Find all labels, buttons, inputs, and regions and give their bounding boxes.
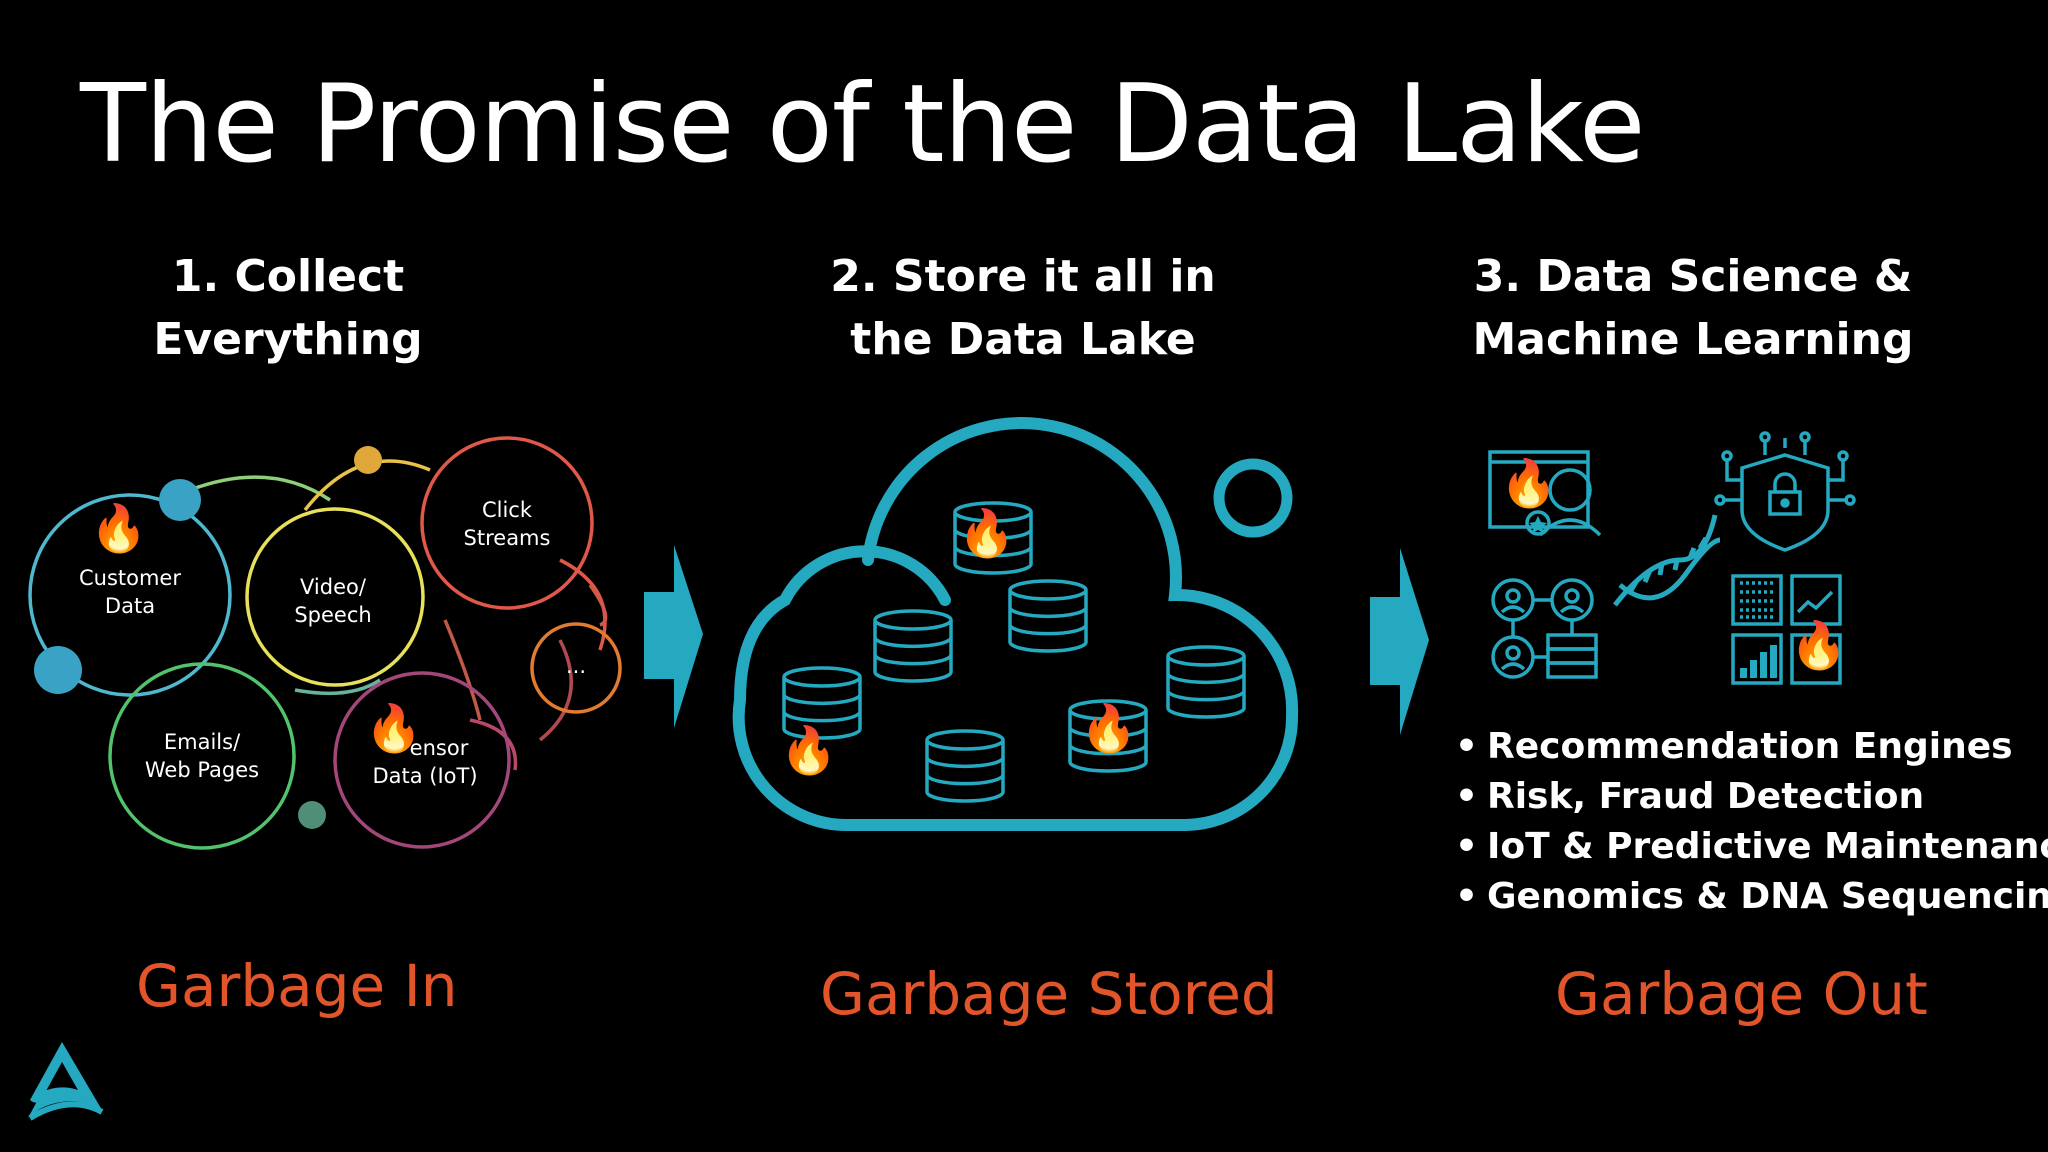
shield-lock-icon: [1714, 431, 1856, 552]
bubble-label-line: Speech: [294, 603, 372, 627]
bubble-label-emails-web: Emails/ Web Pages: [127, 728, 277, 784]
bubble-video-speech: [245, 507, 425, 687]
result-garbage-in: Garbage In: [136, 952, 458, 1020]
result-garbage-stored: Garbage Stored: [820, 960, 1278, 1028]
connector-arc: [559, 558, 607, 651]
fire-icon: 🔥: [958, 506, 1016, 560]
dna-icon: [1613, 514, 1721, 607]
bubble-emails-web: [108, 662, 296, 850]
cloud-icon: [732, 417, 1299, 832]
bubble-label-more: ...: [501, 652, 651, 680]
bubble-label-line: Click: [481, 498, 533, 522]
heading-line: 3. Data Science &: [1473, 251, 1913, 302]
network-people-icon: [1491, 578, 1598, 679]
dot-decoration: [159, 479, 201, 521]
bubble-click-streams: [420, 436, 594, 610]
bubble-label-line: Data (IoT): [372, 764, 478, 788]
step-heading-datascience: 3. Data Science & Machine Learning: [1413, 245, 1973, 371]
heading-line: 2. Store it all in: [830, 251, 1216, 302]
bubble-customer-data: [28, 493, 232, 697]
bubble-more: [530, 622, 622, 714]
result-garbage-out: Garbage Out: [1555, 960, 1928, 1028]
presenter-icon: [1488, 450, 1602, 537]
bubble-sensor-data: [333, 671, 511, 849]
connector-arc: [189, 475, 331, 502]
heading-line: Machine Learning: [1472, 314, 1914, 365]
step-heading-store: 2. Store it all in the Data Lake: [743, 245, 1303, 371]
bubble-label-customer-data: Customer Data: [55, 564, 205, 620]
bubble-label-click-streams: Click Streams: [432, 496, 582, 552]
arrow-right-icon: [1370, 548, 1429, 735]
fire-icon: 🔥: [365, 701, 423, 755]
heading-line: 1. Collect: [171, 251, 405, 302]
bubble-label-line: ...: [565, 654, 587, 678]
database-icon: [925, 729, 1005, 803]
fire-icon: 🔥: [780, 723, 838, 777]
dot-decoration: [354, 446, 382, 474]
source-bubbles: [28, 436, 622, 850]
fire-icon: 🔥: [1790, 618, 1848, 672]
connector-arc: [538, 639, 573, 742]
bubble-label-line: Streams: [463, 526, 551, 550]
database-group: [782, 501, 1246, 803]
use-case-item: Risk, Fraud Detection: [1455, 772, 2048, 822]
bubble-label-line: Customer: [78, 566, 181, 590]
connector-arc: [294, 678, 381, 696]
use-case-item: Recommendation Engines: [1455, 722, 2048, 772]
bubble-label-line: ensor: [409, 736, 469, 760]
bubble-label-line: Web Pages: [144, 758, 260, 782]
bubble-label-video-speech: Video/ Speech: [258, 573, 408, 629]
connector-arc: [443, 619, 482, 721]
dot-decoration: [34, 646, 82, 694]
database-icon: [1166, 645, 1246, 719]
database-icon: [1008, 579, 1088, 653]
fire-icon: 🔥: [1500, 456, 1558, 510]
database-icon: [1068, 699, 1148, 773]
slide-title: The Promise of the Data Lake: [80, 62, 1645, 187]
database-icon: [782, 666, 862, 740]
dot-decoration: [298, 801, 326, 829]
bubble-label-line: Video/: [300, 575, 366, 599]
connector-arc: [588, 583, 608, 627]
database-icon: [873, 609, 953, 683]
fire-icon: 🔥: [1080, 701, 1138, 755]
arrow-right-icon: [644, 545, 703, 728]
use-case-item: IoT & Predictive Maintenance: [1455, 822, 2048, 872]
fire-icon: 🔥: [90, 501, 148, 555]
bubble-label-line: Data: [104, 594, 156, 618]
database-icon: [953, 501, 1033, 575]
step-heading-collect: 1. Collect Everything: [8, 245, 568, 371]
use-case-list: Recommendation Engines Risk, Fraud Detec…: [1455, 722, 2048, 922]
bubble-decoration: [1213, 458, 1293, 538]
heading-line: the Data Lake: [850, 314, 1196, 365]
bubble-label-line: Emails/: [163, 730, 241, 754]
bubble-label-sensor-data: ensor Data (IoT): [350, 734, 500, 790]
company-logo-icon: [28, 1042, 104, 1121]
heading-line: Everything: [153, 314, 423, 365]
analytics-dashboard-icon: [1731, 574, 1842, 685]
use-case-item: Genomics & DNA Sequencing: [1455, 872, 2048, 922]
